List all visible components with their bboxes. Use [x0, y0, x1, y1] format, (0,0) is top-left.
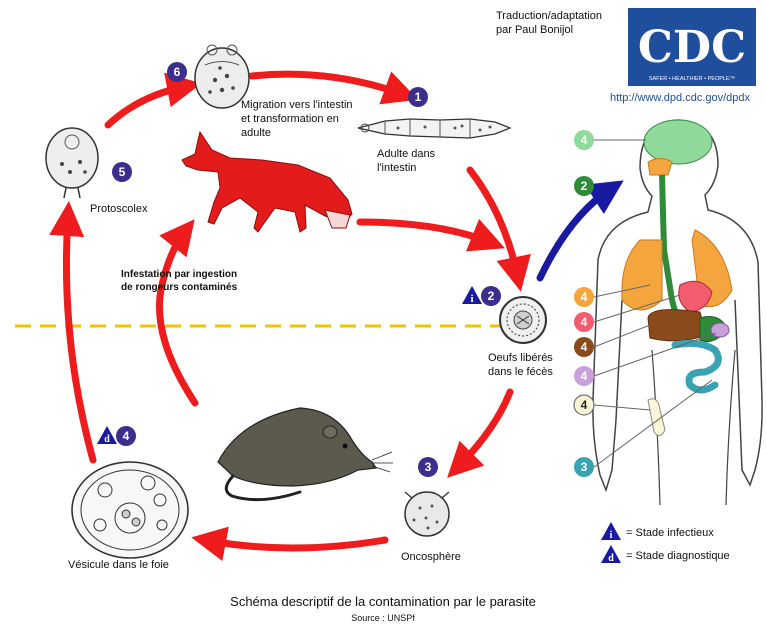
stage-4-label: Vésicule dans le foie — [68, 559, 169, 571]
oncosphere-illustration — [405, 492, 449, 536]
stage-6-label-line-1: Migration vers l'intestin — [241, 99, 353, 111]
stage-3-label: Oncosphère — [401, 551, 461, 563]
liver-cyst-illustration — [72, 462, 188, 558]
arrow-5-to-6 — [108, 86, 188, 125]
human-marker-brain: 4 — [581, 133, 588, 147]
rodent-illustration — [218, 408, 393, 500]
stage-6-badge: 6 — [174, 65, 181, 79]
arrow-2-to-3 — [457, 392, 510, 468]
stage-4-diagnostic-marker: d — [104, 434, 110, 445]
stage-2-label-line-2: dans le fécès — [488, 366, 553, 378]
source-url: http://www.dpd.cdc.gov/dpdx — [610, 92, 751, 104]
credit-line-2: par Paul Bonijol — [496, 24, 573, 36]
figure-caption: Schéma descriptif de la contamination pa… — [0, 594, 766, 609]
stage-1-label-line-1: Adulte dans — [377, 148, 436, 160]
sinus-organ — [648, 159, 672, 176]
brain-organ — [644, 120, 712, 164]
arrow-1-to-2 — [470, 170, 518, 278]
intestine-organ — [675, 343, 718, 390]
arrow-4-to-5 — [66, 215, 93, 460]
arrow-2-to-human — [540, 188, 612, 278]
fox-illustration — [182, 132, 352, 232]
stage-5-label: Protoscolex — [90, 203, 148, 215]
stage-4-badge: 4 — [123, 429, 130, 443]
life-cycle-diagram: 4 2 4 4 4 4 4 3 CDC SAFER • HEALTHIER • … — [0, 0, 766, 592]
legend: i = Stade infectieux d = Stade diagnosti… — [601, 522, 730, 564]
stage-6-label-line-2: et transformation en — [241, 113, 339, 125]
stage-6-label-line-3: adulte — [241, 127, 271, 139]
human-marker-bone: 4 — [581, 398, 588, 412]
figure-source: Source : UNSPf — [0, 613, 766, 623]
cdc-logo-text: CDC — [638, 22, 746, 73]
stage-2-badge: 2 — [488, 289, 495, 303]
cdc-logo: CDC SAFER • HEALTHIER • PEOPLE™ — [628, 8, 756, 86]
credit-line-1: Traduction/adaptation — [496, 10, 602, 22]
stage-2-infectious-marker: i — [470, 293, 473, 305]
arrow-3-to-4 — [205, 540, 385, 548]
legend-diagnostic-label: = Stade diagnostique — [626, 550, 730, 562]
stage-1-label-line-2: l'intestin — [377, 162, 416, 174]
esophagus-organ — [662, 175, 680, 330]
stage-2-label-line-1: Oeufs libérés — [488, 352, 553, 364]
stage-3-badge: 3 — [425, 460, 432, 474]
kidney-organ — [711, 323, 729, 337]
ingestion-label-line-2: de rongeurs contaminés — [121, 282, 238, 293]
human-marker-liver: 4 — [581, 340, 588, 354]
legend-infectious-label: = Stade infectieux — [626, 527, 714, 539]
liver-organ — [648, 310, 706, 341]
human-marker-oncosphere: 3 — [581, 460, 588, 474]
legend-diagnostic-marker: d — [608, 553, 614, 564]
arrow-fox-to-2 — [360, 222, 492, 243]
human-marker-heart: 4 — [581, 315, 588, 329]
arrow-6-to-1 — [252, 74, 405, 95]
left-lung-organ — [622, 240, 662, 310]
egg-illustration — [500, 297, 546, 343]
heart-organ — [679, 281, 712, 312]
arrow-rodent-to-fox — [159, 230, 195, 403]
human-body-illustration — [593, 120, 762, 505]
adult-worm-illustration — [358, 119, 510, 138]
stage-1-badge: 1 — [415, 90, 422, 104]
ingestion-label-line-1: Infestation par ingestion — [121, 269, 237, 280]
human-marker-ingestion: 2 — [581, 179, 588, 193]
cdc-logo-tagline: SAFER • HEALTHIER • PEOPLE™ — [649, 76, 735, 82]
human-marker-lung: 4 — [581, 290, 588, 304]
legend-infectious-marker: i — [610, 530, 613, 541]
human-marker-kidney: 4 — [581, 369, 588, 383]
protoscolex-illustration — [46, 128, 98, 198]
stage-5-badge: 5 — [119, 165, 126, 179]
